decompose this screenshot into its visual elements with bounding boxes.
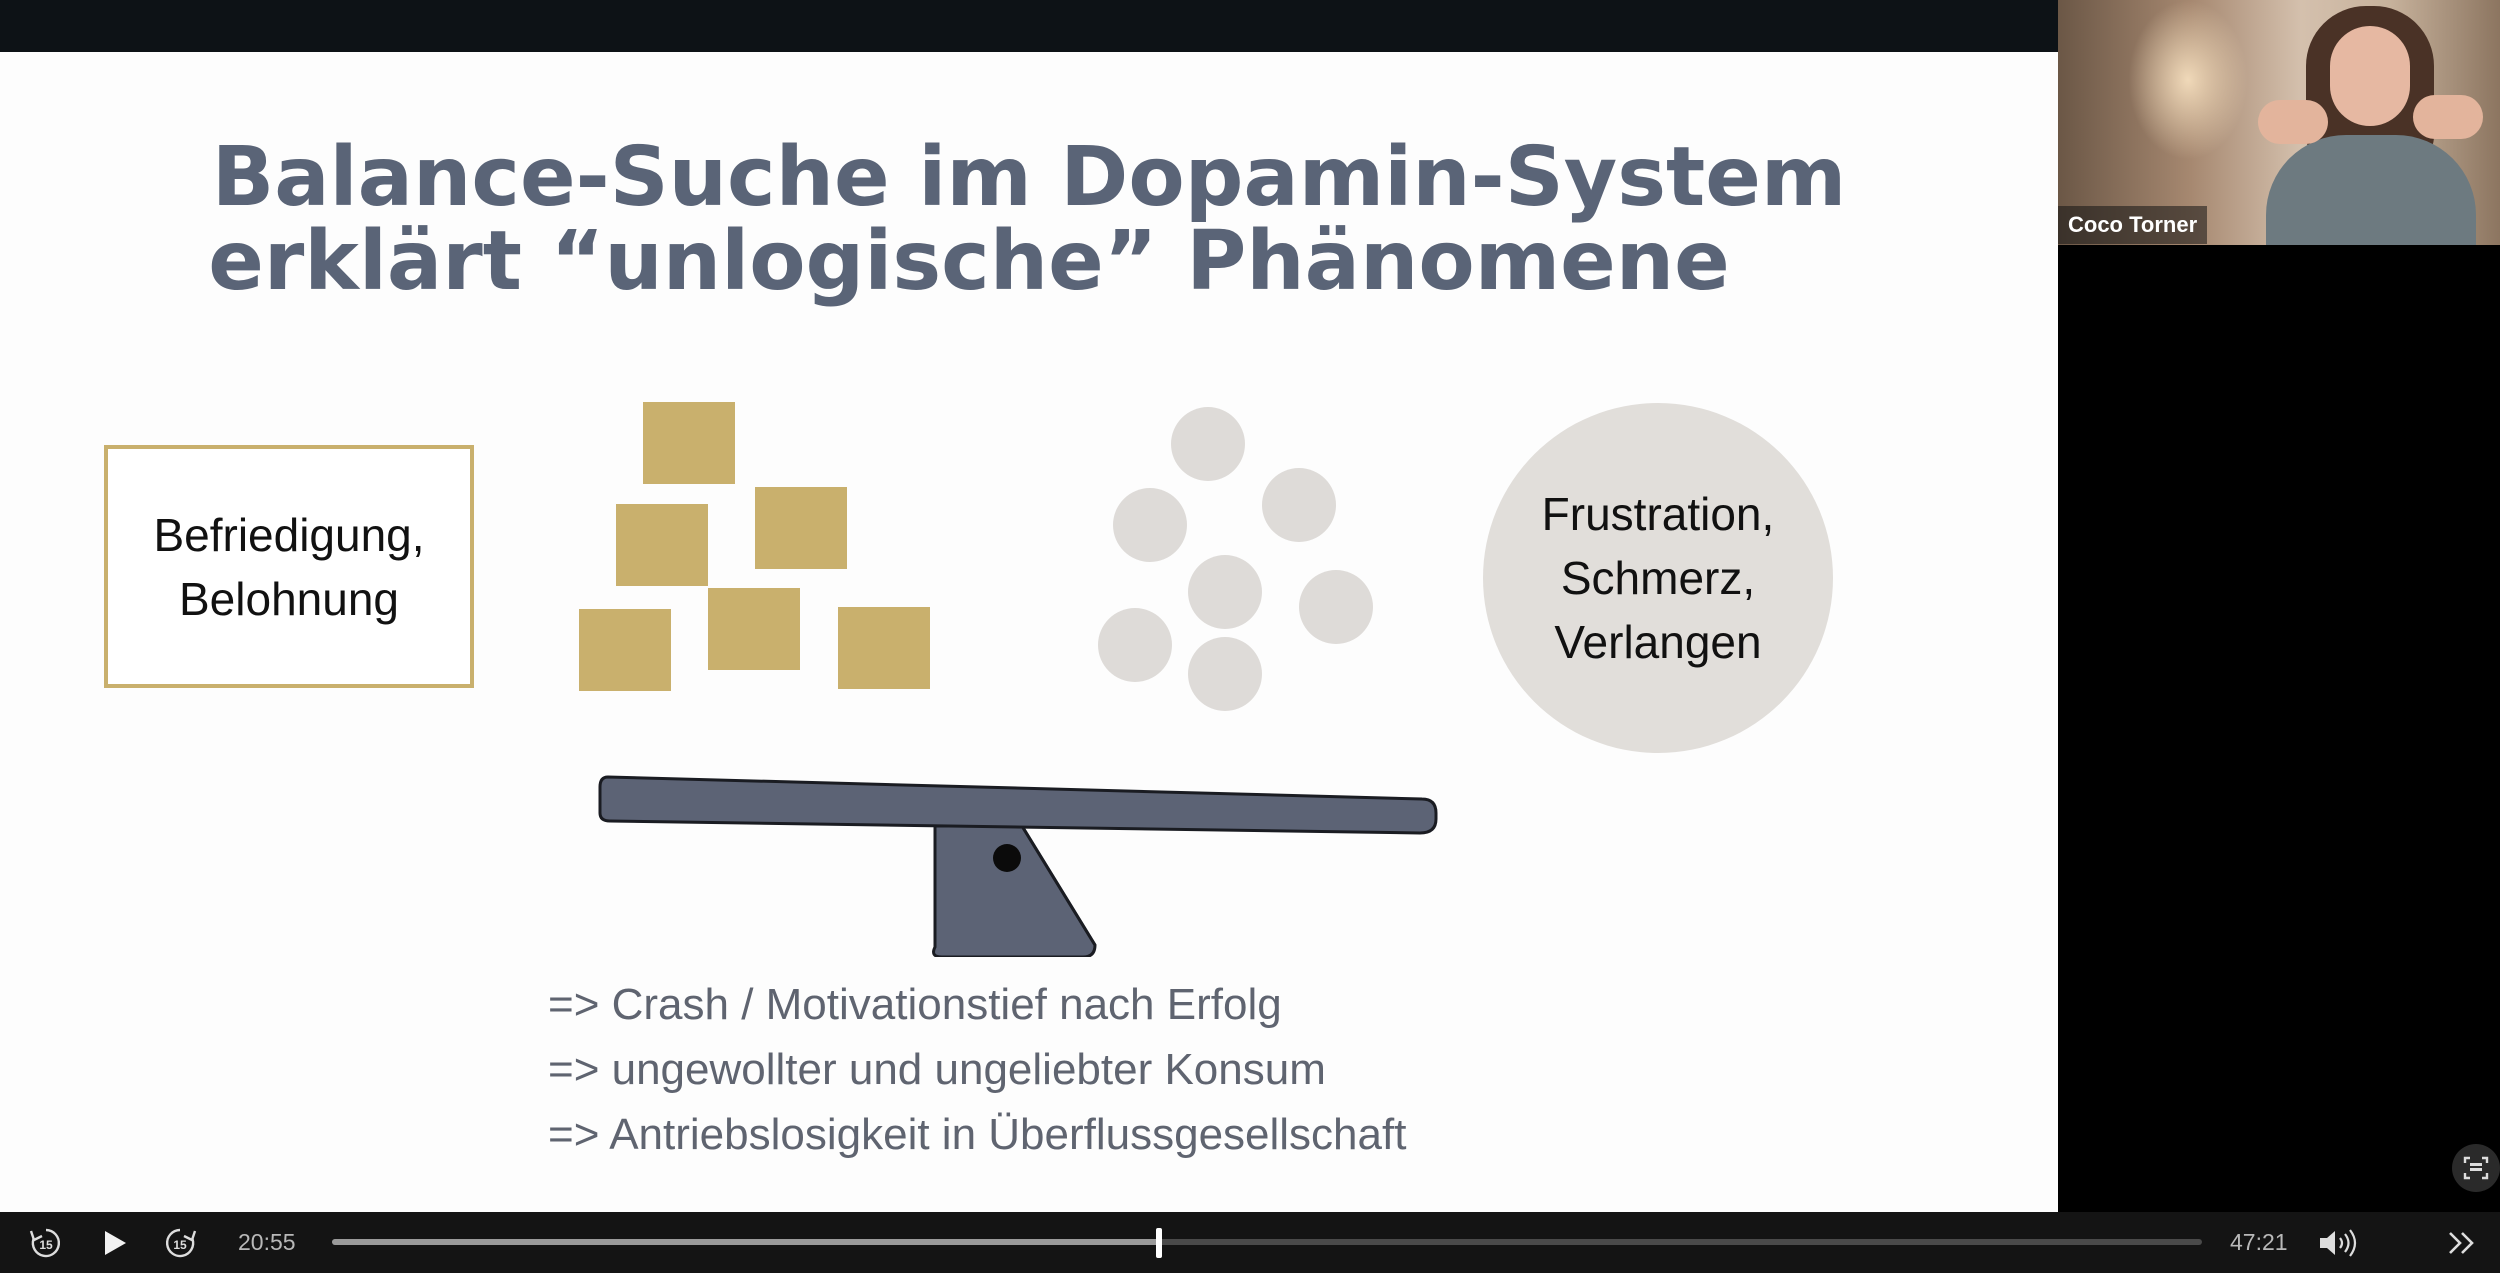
grey-ball [1188,637,1262,711]
participant-name: Coco Torner [2058,206,2208,244]
current-time: 20:55 [238,1229,296,1255]
forward-15-button[interactable]: 15 [158,1212,202,1273]
speaker-hand [2413,95,2483,139]
play-icon [105,1230,126,1255]
forward-15-icon: 15 [165,1228,197,1257]
svg-text:15: 15 [173,1238,187,1252]
seesaw-plank [598,775,1438,835]
frustration-line2: Schmerz, [1560,552,1756,604]
reward-line1: Befriedigung, [153,508,425,561]
screen-capture-button[interactable] [2452,1144,2500,1192]
grey-ball [1098,608,1172,682]
screen-capture-icon [2463,1156,2489,1180]
next-button[interactable] [2440,1212,2484,1273]
svg-text:15: 15 [39,1238,53,1252]
seesaw [598,775,1438,957]
frustration-circle: Frustration, Schmerz, Verlangen [1483,403,1833,753]
reward-box: Befriedigung, Belohnung [104,445,474,688]
progress-thumb[interactable] [1155,1228,1162,1258]
top-bar [0,0,2058,52]
speaker-hand [2258,100,2328,144]
gold-block [616,504,708,586]
seesaw-pivot [993,844,1021,872]
presentation-slide: Balance-Suche im Dopamin-System erklärt … [0,52,2058,1212]
frustration-line3: Verlangen [1554,616,1762,668]
rewind-15-icon: 15 [29,1228,61,1257]
gold-block [755,487,847,569]
rewind-15-button[interactable]: 15 [24,1212,68,1273]
play-button[interactable] [92,1212,136,1273]
bullet-list: => Crash / Motivationstief nach Erfolg =… [548,972,1406,1167]
progress-fill [332,1239,1159,1245]
background-lamp [2128,0,2248,160]
gold-block [643,402,735,484]
seesaw-fulcrum [932,824,1097,957]
slide-title-line2: erklärt “unlogische” Phänomene [208,214,1730,309]
gold-block [579,609,671,691]
speaker-face [2330,26,2410,126]
volume-icon [2320,1228,2357,1257]
grey-ball [1171,407,1245,481]
bullet-item: => ungewollter und ungeliebter Konsum [548,1045,1326,1094]
speaker-body [2266,135,2476,245]
progress-track[interactable] [332,1239,2202,1245]
grey-ball [1262,468,1336,542]
webcam-video[interactable]: Coco Torner [2058,0,2500,245]
grey-ball [1113,488,1187,562]
double-chevron-right-icon [2449,1231,2474,1254]
gold-block [838,607,930,689]
frustration-line1: Frustration, [1541,488,1775,540]
bullet-item: => Crash / Motivationstief nach Erfolg [548,980,1282,1029]
bullet-item: => Antriebslosigkeit in Überflussgesells… [548,1110,1407,1159]
reward-line2: Belohnung [179,572,399,625]
grey-ball [1299,570,1373,644]
duration: 47:21 [2230,1229,2288,1255]
volume-button[interactable] [2314,1212,2364,1273]
gold-block [708,588,800,670]
grey-ball [1188,555,1262,629]
slide-title-line1: Balance-Suche im Dopamin-System [211,130,1847,225]
